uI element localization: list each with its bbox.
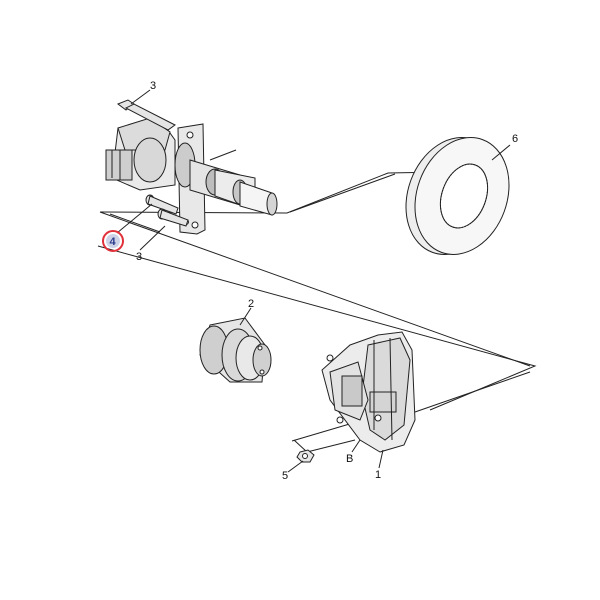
leader-lines — [116, 89, 511, 473]
callout-3-top: 3 — [150, 80, 156, 92]
bolt-top — [116, 99, 176, 131]
brake-actuator — [199, 317, 272, 383]
brake-rotor — [405, 137, 510, 255]
callout-2: 2 — [248, 298, 254, 310]
nut — [296, 449, 315, 463]
callout-3-bottom: 3 — [136, 251, 142, 263]
callout-B: B — [346, 453, 353, 465]
callout-4-highlight: 4 — [102, 230, 124, 252]
callout-5: 5 — [282, 470, 288, 482]
bolt-lower-b — [157, 208, 189, 227]
callout-4: 4 — [110, 236, 117, 248]
callout-6: 6 — [512, 133, 518, 145]
callout-1: 1 — [375, 469, 381, 481]
steering-knuckle — [105, 117, 278, 235]
caliper-assembly — [321, 331, 416, 453]
bolt-lower-a — [145, 194, 179, 215]
